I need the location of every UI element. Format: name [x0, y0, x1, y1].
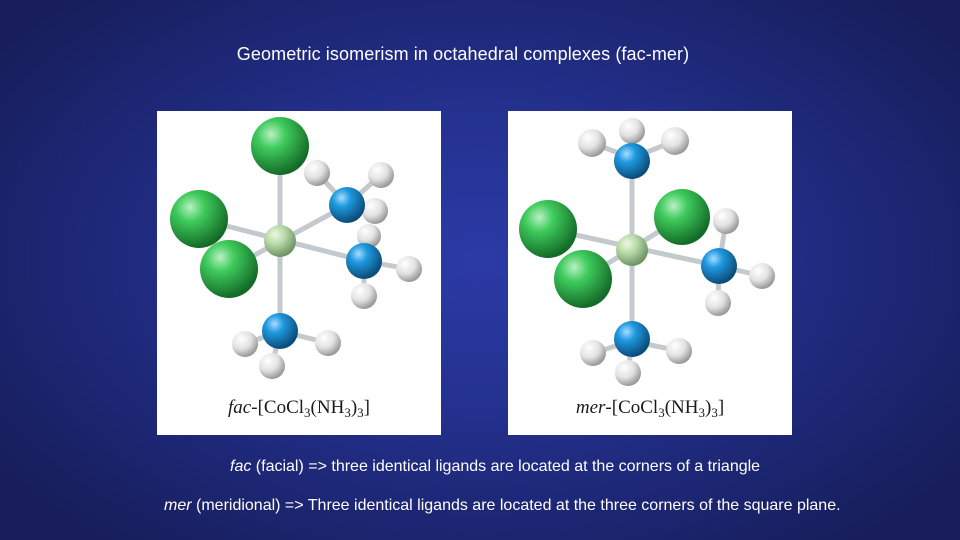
fac-h6-atom: [351, 283, 377, 309]
mer-cl-left-atom: [519, 200, 577, 258]
fac-formula-close: ): [350, 397, 358, 418]
slide-title: Geometric isomerism in octahedral comple…: [236, 44, 690, 64]
mer-cl-front-atom: [554, 250, 612, 308]
fac-sub-3: 3: [357, 405, 364, 420]
fac-formula-mid: (NH: [310, 397, 345, 418]
mer-formula-close: ): [704, 397, 712, 418]
fac-n2-atom: [346, 243, 382, 279]
mer-formula-label: mer-[CoCl3(NH3)3]: [508, 397, 792, 419]
mer-isomer-panel: mer-[CoCl3(NH3)3]: [508, 111, 792, 435]
fac-h1-atom: [304, 160, 330, 186]
mer-sub-3: 3: [711, 405, 718, 420]
fac-formula-main: -[CoCl: [251, 397, 305, 418]
fac-caption-term: fac: [230, 458, 252, 475]
fac-molecule-diagram: [170, 117, 422, 379]
fac-n3-atom: [262, 313, 298, 349]
mer-h3-atom: [661, 127, 689, 155]
mer-h5-atom: [749, 263, 775, 289]
mer-co-atom: [616, 234, 648, 266]
mer-n-right-atom: [701, 248, 737, 284]
fac-h5-atom: [396, 256, 422, 282]
fac-h4-atom: [357, 224, 381, 248]
mer-formula-main: -[CoCl: [605, 397, 659, 418]
mer-formula-mid: (NH: [664, 397, 699, 418]
fac-sub-1: 3: [304, 405, 311, 420]
fac-n1-atom: [329, 187, 365, 223]
fac-cl-top-atom: [251, 117, 309, 175]
fac-h9-atom: [259, 353, 285, 379]
fac-caption-text: (facial) => three identical ligands are …: [251, 458, 761, 475]
mer-h6-atom: [705, 290, 731, 316]
fac-h3-atom: [362, 198, 388, 224]
mer-caption: mer (meridional) => Three identical liga…: [164, 497, 841, 515]
fac-h8-atom: [315, 330, 341, 356]
fac-formula-label: fac-[CoCl3(NH3)3]: [157, 397, 441, 419]
mer-h2-atom: [578, 129, 606, 157]
mer-h1-atom: [619, 118, 645, 144]
mer-h9-atom: [615, 360, 641, 386]
mer-n-top-atom: [614, 143, 650, 179]
mer-sub-2: 3: [698, 405, 705, 420]
fac-cl-left-atom: [170, 190, 228, 248]
fac-formula-end: ]: [363, 397, 370, 418]
fac-h7-atom: [232, 331, 258, 357]
mer-n-bottom-atom: [614, 321, 650, 357]
mer-sub-1: 3: [658, 405, 665, 420]
fac-prefix: fac: [228, 397, 252, 418]
fac-cl-front-atom: [200, 240, 258, 298]
mer-h8-atom: [666, 338, 692, 364]
mer-h4-atom: [713, 208, 739, 234]
mer-caption-text: (meridional) => Three identical ligands …: [191, 497, 841, 514]
fac-sub-2: 3: [344, 405, 351, 420]
fac-h2-atom: [368, 162, 394, 188]
mer-caption-term: mer: [164, 497, 192, 514]
fac-isomer-panel: fac-[CoCl3(NH3)3]: [157, 111, 441, 435]
fac-co-atom: [264, 225, 296, 257]
mer-molecule-diagram: [519, 118, 775, 386]
mer-formula-end: ]: [717, 397, 725, 418]
mer-cl-back-atom: [654, 189, 710, 245]
fac-caption: fac (facial) => three identical ligands …: [230, 458, 760, 476]
mer-prefix: mer: [575, 397, 606, 418]
mer-h7-atom: [580, 340, 606, 366]
